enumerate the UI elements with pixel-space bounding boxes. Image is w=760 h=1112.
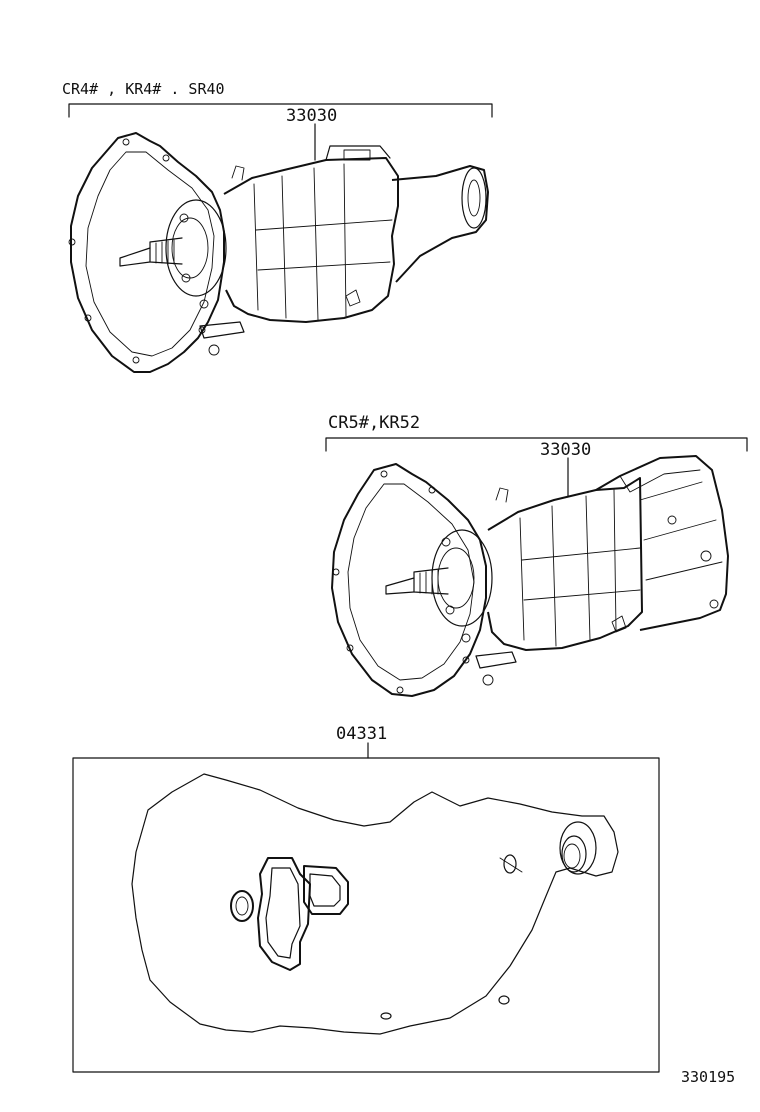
group-2-model-label: CR5#,KR52 bbox=[328, 413, 420, 433]
plug-small-2 bbox=[498, 995, 510, 1005]
group-2-main-case bbox=[487, 477, 643, 651]
gasket-kit: 04331 bbox=[72, 724, 660, 1073]
group-2-part-number: 33030 bbox=[540, 440, 591, 460]
cover-gasket-left bbox=[257, 857, 311, 971]
kit-box bbox=[72, 757, 660, 1073]
kit-part-number: 04331 bbox=[336, 724, 387, 744]
group-2-extension-housing bbox=[595, 455, 729, 631]
group-2-bell-housing bbox=[331, 463, 487, 697]
group-1-bracket bbox=[68, 103, 493, 118]
o-ring bbox=[503, 854, 517, 874]
group-2-transmission: CR5#,KR52 33030 bbox=[325, 413, 748, 697]
plug-small-1 bbox=[380, 1012, 392, 1020]
case-gasket bbox=[131, 773, 619, 1035]
group-1-part-number: 33030 bbox=[286, 106, 337, 126]
group-1-main-case bbox=[223, 157, 399, 323]
cover-gasket-right bbox=[303, 865, 349, 915]
group-1-bell-housing bbox=[70, 132, 225, 373]
group-2-bracket bbox=[325, 437, 748, 452]
group-1-transmission: CR4# , KR4# . SR40 33030 bbox=[62, 80, 493, 373]
figure-reference: 330195 bbox=[681, 1068, 735, 1086]
group-2-input-shaft bbox=[413, 567, 449, 595]
front-oil-seal bbox=[230, 890, 254, 922]
group-1-model-label: CR4# , KR4# . SR40 bbox=[62, 80, 225, 98]
group-1-extension-housing bbox=[391, 165, 489, 283]
